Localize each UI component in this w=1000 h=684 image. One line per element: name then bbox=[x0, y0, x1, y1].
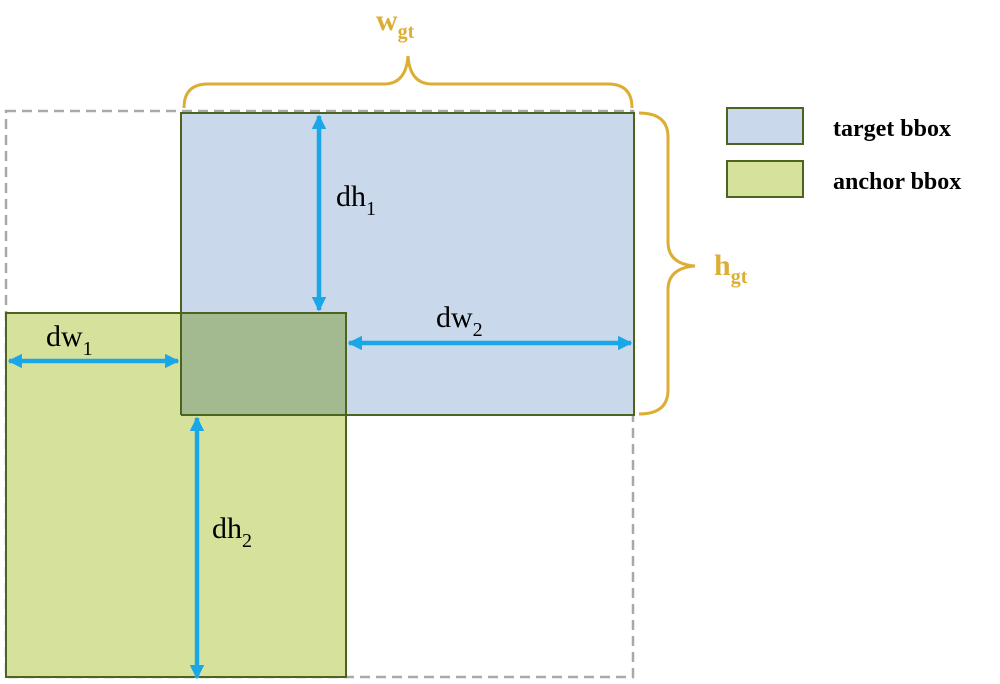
wgt-brace bbox=[182, 55, 634, 109]
overlap-region bbox=[181, 313, 346, 415]
dw1-label: dw1 bbox=[46, 320, 93, 360]
dh2-label: dh2 bbox=[212, 512, 252, 552]
legend: target bbox anchor bbox bbox=[726, 107, 961, 198]
legend-swatch-target bbox=[726, 107, 804, 145]
hgt-brace bbox=[638, 111, 696, 416]
legend-label-anchor: anchor bbox bbox=[833, 169, 961, 195]
dw2-label: dw2 bbox=[436, 301, 483, 341]
dh1-label: dh1 bbox=[336, 180, 376, 220]
legend-swatch-anchor bbox=[726, 160, 804, 198]
legend-label-target: target bbox bbox=[833, 116, 951, 142]
wgt-label: wgt bbox=[376, 4, 415, 43]
hgt-label: hgt bbox=[714, 249, 748, 288]
